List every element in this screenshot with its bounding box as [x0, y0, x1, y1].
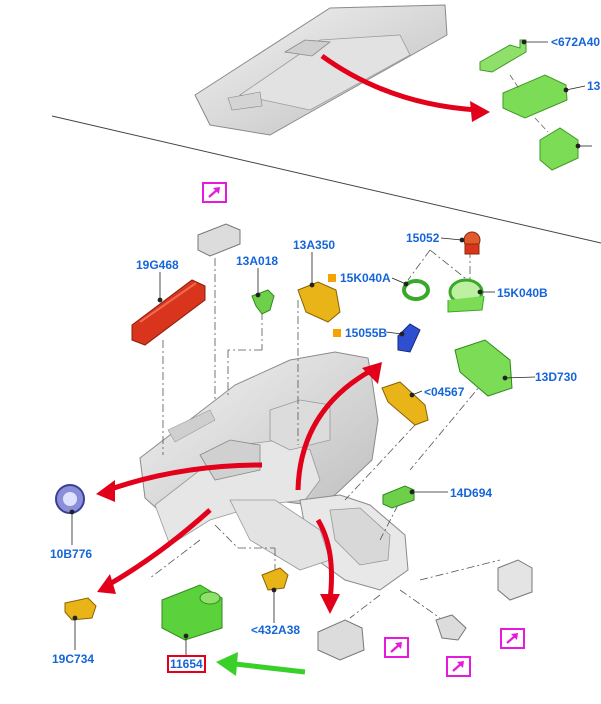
- overhead-console-parts: [479, 39, 579, 171]
- label-432A38[interactable]: <432A38: [251, 623, 301, 637]
- part-15055B: [397, 323, 421, 353]
- part-10B776: [55, 484, 85, 514]
- leader-lines: [149, 249, 501, 619]
- label-14D694[interactable]: 14D694: [450, 486, 493, 500]
- part-14D694: [382, 485, 415, 509]
- label-11654-highlighted[interactable]: 11654: [167, 655, 206, 673]
- label-leaders: [69, 39, 592, 655]
- label-19C734[interactable]: 19C734: [52, 652, 95, 666]
- label-15052[interactable]: 15052: [406, 231, 440, 245]
- label-15K040B[interactable]: 15K040B: [497, 286, 548, 300]
- part-13D730: [454, 339, 513, 397]
- headliner-illustration: [194, 4, 448, 136]
- reference-link-2[interactable]: [384, 637, 409, 658]
- part-04567: [381, 381, 429, 426]
- callout-arrows-dashboard: [106, 367, 374, 601]
- option-marker: [328, 274, 336, 282]
- part-11654: [161, 584, 223, 641]
- arrow-up-right-icon: [208, 187, 220, 198]
- part-housing-grey: [497, 559, 533, 601]
- section-divider: [51, 115, 601, 244]
- label-672A40[interactable]: <672A40: [551, 35, 601, 49]
- part-13A018: [251, 289, 275, 315]
- highlight-arrow: [216, 652, 306, 676]
- arrow-up-right-icon: [390, 642, 402, 653]
- label-15K040A[interactable]: 15K040A: [328, 271, 391, 285]
- label-10B776[interactable]: 10B776: [50, 547, 93, 561]
- part-socket-grey: [435, 614, 467, 641]
- part-432A38: [261, 567, 289, 591]
- part-15052: [463, 231, 481, 255]
- label-04567[interactable]: <04567: [424, 385, 465, 399]
- label-13D730[interactable]: 13D730: [535, 370, 578, 384]
- part-19G468: [131, 279, 206, 346]
- label-13-top[interactable]: 13: [587, 79, 601, 93]
- option-marker: [333, 329, 341, 337]
- part-15K040A: [402, 279, 430, 301]
- reference-link-1[interactable]: [202, 182, 227, 203]
- reference-link-3[interactable]: [446, 656, 471, 677]
- label-13A350[interactable]: 13A350: [293, 238, 336, 252]
- instrument-panel-illustration: [139, 351, 409, 591]
- part-15K040B: [447, 278, 485, 313]
- reference-link-4[interactable]: [500, 628, 525, 649]
- label-13A018[interactable]: 13A018: [236, 254, 279, 268]
- label-15055B[interactable]: 15055B: [333, 326, 387, 340]
- part-bracket-grey: [317, 619, 365, 661]
- label-19G468[interactable]: 19G468: [136, 258, 179, 272]
- arrow-up-right-icon: [452, 661, 464, 672]
- part-13A350: [297, 281, 341, 323]
- arrow-up-right-icon: [506, 633, 518, 644]
- callout-arrow-headliner: [320, 53, 479, 113]
- part-switch-grey: [197, 223, 241, 257]
- part-19C734: [64, 597, 97, 621]
